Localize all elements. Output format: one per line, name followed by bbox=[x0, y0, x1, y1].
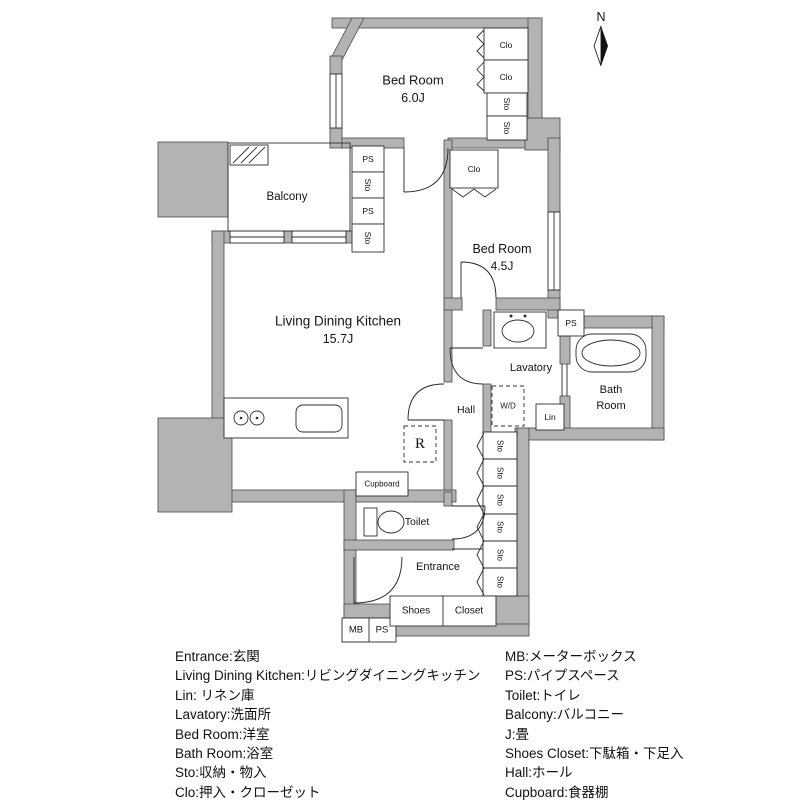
lavatory-label: Lavatory bbox=[510, 362, 553, 374]
sto-label: Sto bbox=[502, 122, 512, 135]
legend-item: Lavatory:洗面所 bbox=[175, 707, 272, 723]
legend-item: MB:メーターボックス bbox=[505, 649, 637, 664]
folding-door-icon bbox=[476, 61, 485, 92]
legend-item: Clo:押入・クローゼット bbox=[175, 784, 321, 800]
ldk-size: 15.7J bbox=[323, 332, 354, 346]
sto-label: Sto bbox=[496, 440, 505, 453]
legend-item: Living Dining Kitchen:リビングダイニングキッチン bbox=[175, 668, 481, 684]
bedroom-right-size: 4.5J bbox=[491, 259, 514, 273]
floor-plan-drawing: N Bed Room 6.0J Balcony Bed Room 4.5J Li… bbox=[157, 10, 665, 643]
doors bbox=[353, 147, 568, 604]
sto-label: Sto bbox=[496, 467, 505, 480]
refrigerator-label: R bbox=[415, 436, 425, 452]
washer-dryer-box bbox=[491, 385, 525, 427]
folding-door-icon bbox=[476, 29, 485, 59]
legend-item: Balcony:バルコニー bbox=[505, 707, 625, 723]
clo-label: Clo bbox=[468, 164, 481, 174]
bedroom-right-label: Bed Room bbox=[472, 242, 531, 256]
sto-label: Sto bbox=[502, 98, 512, 111]
closet-top-1 bbox=[483, 27, 529, 61]
closet-top-2 bbox=[483, 59, 529, 94]
balcony-outline bbox=[227, 142, 351, 232]
linen-box bbox=[535, 403, 565, 431]
hall-label: Hall bbox=[457, 404, 475, 416]
stove-burner-icon bbox=[233, 410, 249, 426]
fixtures bbox=[223, 311, 647, 550]
legend-item: J:畳 bbox=[505, 726, 530, 742]
north-needle-icon bbox=[593, 25, 602, 67]
legend-item: Shoes Closet:下駄箱・下足入 bbox=[505, 746, 684, 762]
walls bbox=[157, 17, 665, 637]
bedroom-top-label: Bed Room bbox=[382, 73, 443, 88]
legend-item: Lin: リネン庫 bbox=[175, 687, 255, 703]
mb-label: MB bbox=[349, 625, 363, 636]
lin-label: Lin bbox=[544, 412, 556, 422]
bathroom-label-1: Bath bbox=[600, 384, 623, 396]
sto-label: Sto bbox=[496, 576, 505, 589]
legend-column-right: MB:メーターボックス PS:パイプスペース Toilet:トイレ Balcon… bbox=[505, 647, 684, 800]
north-needle-icon bbox=[601, 26, 608, 66]
closet-bedroom-right bbox=[449, 149, 499, 189]
compass-north-label: N bbox=[596, 10, 605, 24]
ldk-label: Living Dining Kitchen bbox=[275, 314, 401, 329]
room-labels: Bed Room 6.0J Balcony Bed Room 4.5J Livi… bbox=[267, 73, 626, 617]
sto-label: Sto bbox=[496, 549, 505, 562]
clo-label: Clo bbox=[500, 72, 513, 82]
legend-item: Toilet:トイレ bbox=[505, 687, 581, 703]
toilet-label: Toilet bbox=[405, 516, 430, 528]
pipe-space-lavatory bbox=[557, 309, 585, 337]
ps-label: PS bbox=[362, 206, 374, 216]
legend-item: Sto:収納・物入 bbox=[175, 765, 267, 781]
ps-label: PS bbox=[362, 154, 374, 164]
shoes-closet-label-2: Closet bbox=[455, 606, 484, 617]
balcony-hatch bbox=[229, 144, 269, 166]
ps-label: PS bbox=[376, 625, 389, 636]
pipe-space-2 bbox=[351, 197, 385, 225]
bathtub bbox=[575, 333, 647, 373]
stove-burner-icon bbox=[249, 410, 265, 426]
toilet-bowl bbox=[377, 510, 405, 534]
storage-mid-2 bbox=[351, 223, 385, 253]
sto-label: Sto bbox=[363, 232, 373, 245]
fixture-labels: Clo Clo Sto Sto PS Sto PS Sto Clo PS Lin… bbox=[349, 40, 577, 636]
wd-label: W/D bbox=[500, 402, 516, 411]
ps-label: PS bbox=[565, 318, 577, 328]
bedroom-top-size: 6.0J bbox=[401, 91, 425, 105]
structure-block-left-bottom bbox=[157, 417, 233, 513]
kitchen-sink bbox=[295, 404, 343, 433]
legend-item: Entrance:玄関 bbox=[175, 649, 260, 664]
legend-item: PS:パイプスペース bbox=[505, 668, 620, 684]
pipe-space-1 bbox=[351, 145, 385, 173]
refrigerator-box bbox=[403, 425, 437, 463]
compass: N bbox=[593, 10, 608, 67]
clo-label: Clo bbox=[500, 40, 513, 50]
balcony-label: Balcony bbox=[267, 191, 308, 203]
sto-label: Sto bbox=[496, 521, 505, 534]
structure-block-left-top bbox=[157, 141, 229, 218]
storage-top-2 bbox=[486, 115, 528, 141]
legend-item: Cupboard:食器棚 bbox=[505, 784, 609, 800]
cupboard-box bbox=[355, 471, 409, 497]
folding-door-icon bbox=[451, 188, 497, 198]
closet-boxes bbox=[341, 27, 585, 643]
toilet-tank bbox=[363, 507, 378, 537]
bathroom-label-2: Room bbox=[596, 400, 625, 412]
legend-item: Bed Room:洋室 bbox=[175, 726, 270, 742]
legend-item: Hall:ホール bbox=[505, 765, 573, 781]
sto-label: Sto bbox=[363, 179, 373, 192]
legend-item: Bath Room:浴室 bbox=[175, 746, 274, 762]
cupboard-label: Cupboard bbox=[364, 480, 399, 489]
shoes-closet-label-1: Shoes bbox=[402, 606, 430, 617]
sto-label: Sto bbox=[496, 494, 505, 507]
legend-column-left: Entrance:玄関 Living Dining Kitchen:リビングダイ… bbox=[175, 647, 480, 800]
entrance-label: Entrance bbox=[416, 561, 460, 573]
windows bbox=[229, 73, 561, 291]
